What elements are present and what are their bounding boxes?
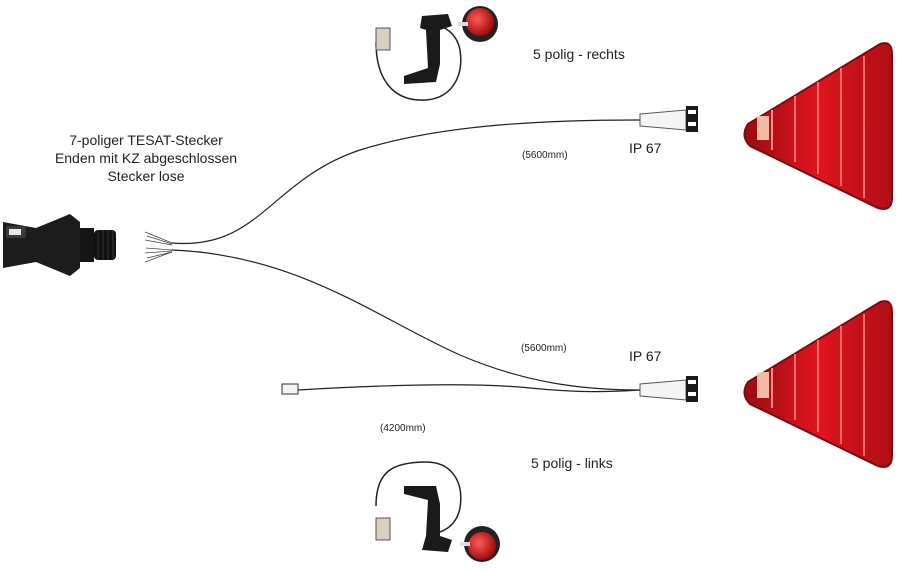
- tail-lamp-left: [743, 300, 893, 468]
- right-cable-length: (5600mm): [522, 150, 568, 161]
- left-lamp-ip-rating: IP 67: [629, 348, 662, 364]
- wire-ends: [144, 231, 173, 263]
- connector-caption-line-2: Enden mit KZ abgeschlossen: [54, 150, 238, 166]
- left-lamp-label: 5 polig - links: [531, 455, 613, 471]
- connector-caption-line-1: 7-poliger TESAT-Stecker: [69, 132, 223, 148]
- marker-cable-length: (4200mm): [380, 423, 426, 434]
- cable-left-lamp: [171, 249, 641, 391]
- right-lamp-ip-rating: IP 67: [629, 140, 662, 156]
- cable-right-lamp: [171, 119, 641, 245]
- marker-cable-plug: [281, 383, 299, 395]
- left-cable-length: (5600mm): [521, 343, 567, 354]
- plug-right: [639, 106, 698, 132]
- connector-caption: 7-poliger TESAT-Stecker Enden mit KZ abg…: [30, 131, 262, 185]
- marker-light-top: [375, 6, 498, 101]
- connector-caption-line-3: Stecker lose: [107, 168, 185, 184]
- tesat-connector: [3, 214, 116, 276]
- right-lamp-label: 5 polig - rechts: [533, 46, 625, 62]
- tail-lamp-right: [743, 42, 893, 210]
- plug-left: [639, 376, 698, 402]
- cable-marker-light: [297, 384, 641, 393]
- marker-light-bottom: [375, 461, 500, 562]
